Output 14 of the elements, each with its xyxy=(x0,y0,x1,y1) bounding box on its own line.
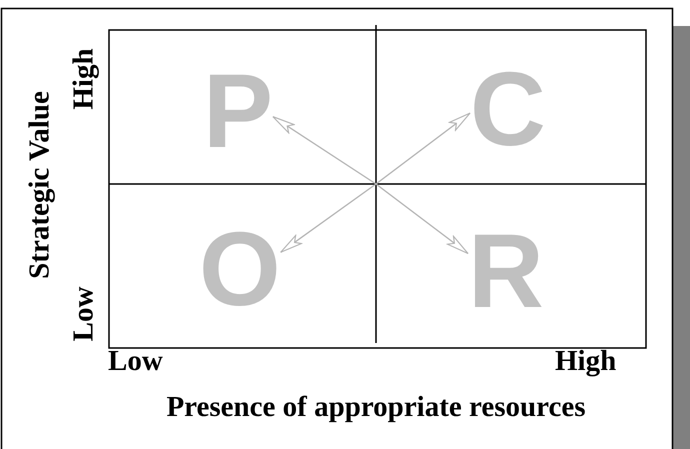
arrow xyxy=(280,183,376,253)
axis-label: Low xyxy=(108,347,163,376)
axis-label: High xyxy=(70,48,98,110)
arrow xyxy=(376,112,471,185)
arrow xyxy=(376,183,469,254)
quadrant-letter: C xyxy=(470,70,546,150)
axis-label: Low xyxy=(70,286,98,342)
arrow xyxy=(272,116,376,185)
axis-title: Strategic Value xyxy=(26,91,54,279)
quadrant-letter: R xyxy=(468,232,544,312)
quadrant-letter: P xyxy=(203,72,274,152)
axis-label: High xyxy=(555,347,616,376)
quadrant-letter: O xyxy=(199,230,281,310)
axis-title: Presence of appropriate resources xyxy=(166,393,586,422)
